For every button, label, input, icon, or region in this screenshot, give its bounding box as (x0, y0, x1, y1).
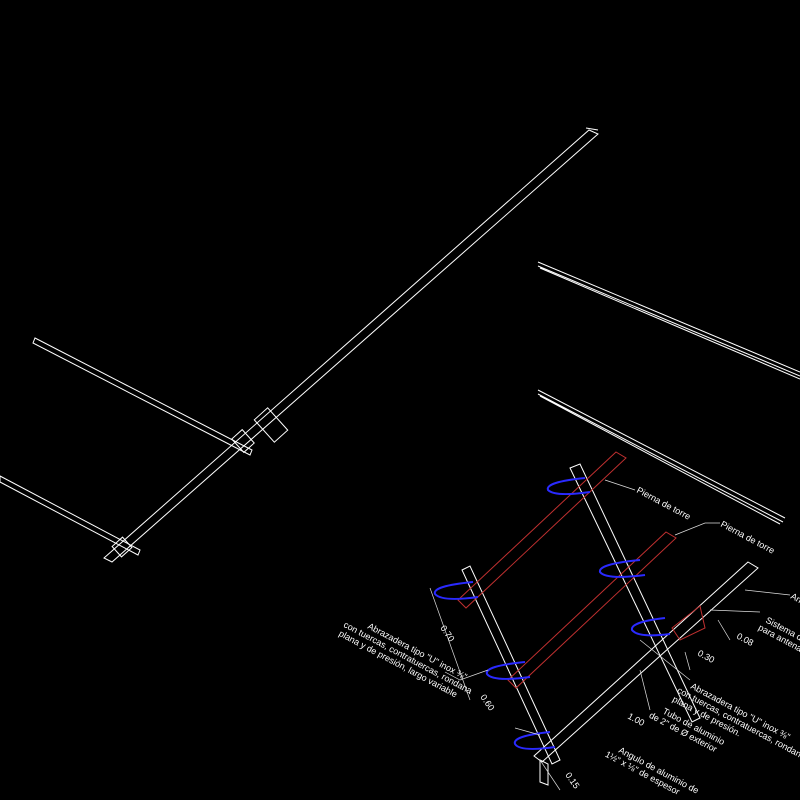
dim-030: 0.30 (696, 648, 716, 665)
tower-leg-red (457, 451, 706, 689)
antenna-boom (103, 127, 599, 563)
antenna-element-1 (32, 337, 253, 456)
right-elements (537, 261, 800, 525)
dim-100: 1.00 (626, 711, 646, 728)
leader-lines (429, 479, 791, 791)
label-clamp-left: Abrazadera tipo "U" inox ⅜" con tuercas,… (337, 619, 474, 699)
u-clamps (433, 477, 671, 750)
label-angle-top: An (789, 591, 800, 605)
dim-070: 0.70 (438, 623, 456, 643)
clamp-left-line2: con tuercas, contratuercas, rondana (342, 619, 474, 695)
tower-structure (461, 463, 759, 786)
dim-060: 0.60 (478, 692, 496, 712)
label-system: Sistema d para antena (757, 615, 800, 654)
antenna-element-2 (0, 475, 141, 556)
dim-015: 0.15 (563, 770, 581, 790)
dim-008: 0.08 (735, 631, 755, 648)
label-leg1: Pierna de torre (635, 485, 692, 522)
label-leg2: Pierna de torre (719, 519, 776, 556)
label-angle: Angulo de aluminio de 1½" x ⅛" de espeso… (604, 745, 701, 797)
